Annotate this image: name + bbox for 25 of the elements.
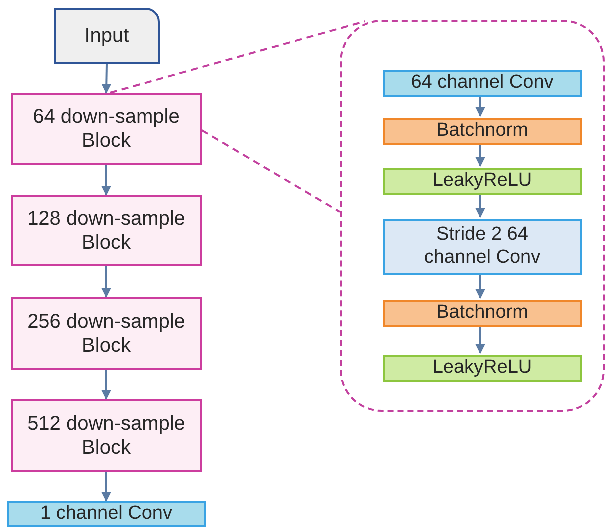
conv-box: 1 channel Conv <box>7 501 206 527</box>
batchnorm-box: Batchnorm <box>383 300 582 327</box>
block-box: 512 down-sample Block <box>11 399 202 472</box>
arrow <box>476 193 486 218</box>
dashed-line <box>202 130 340 213</box>
arrow <box>102 64 112 94</box>
conv-box: 64 channel Conv <box>383 70 582 97</box>
dashed-line <box>110 20 366 94</box>
arrow <box>102 370 112 400</box>
arrow <box>476 143 486 167</box>
conv-box: Stride 2 64 channel Conv <box>383 219 582 275</box>
arrow <box>102 266 112 298</box>
input-box: Input <box>54 8 160 64</box>
block-box: 256 down-sample Block <box>11 297 202 370</box>
activation-box: LeakyReLU <box>383 168 582 195</box>
batchnorm-box: Batchnorm <box>383 118 582 145</box>
arrow <box>476 95 486 117</box>
detail-panel <box>340 20 605 412</box>
arrow <box>476 325 486 354</box>
arrow <box>476 273 486 299</box>
block-box: 64 down-sample Block <box>11 93 202 165</box>
activation-box: LeakyReLU <box>383 355 582 382</box>
arrow <box>102 165 112 196</box>
arrow <box>102 472 112 502</box>
block-box: 128 down-sample Block <box>11 195 202 266</box>
